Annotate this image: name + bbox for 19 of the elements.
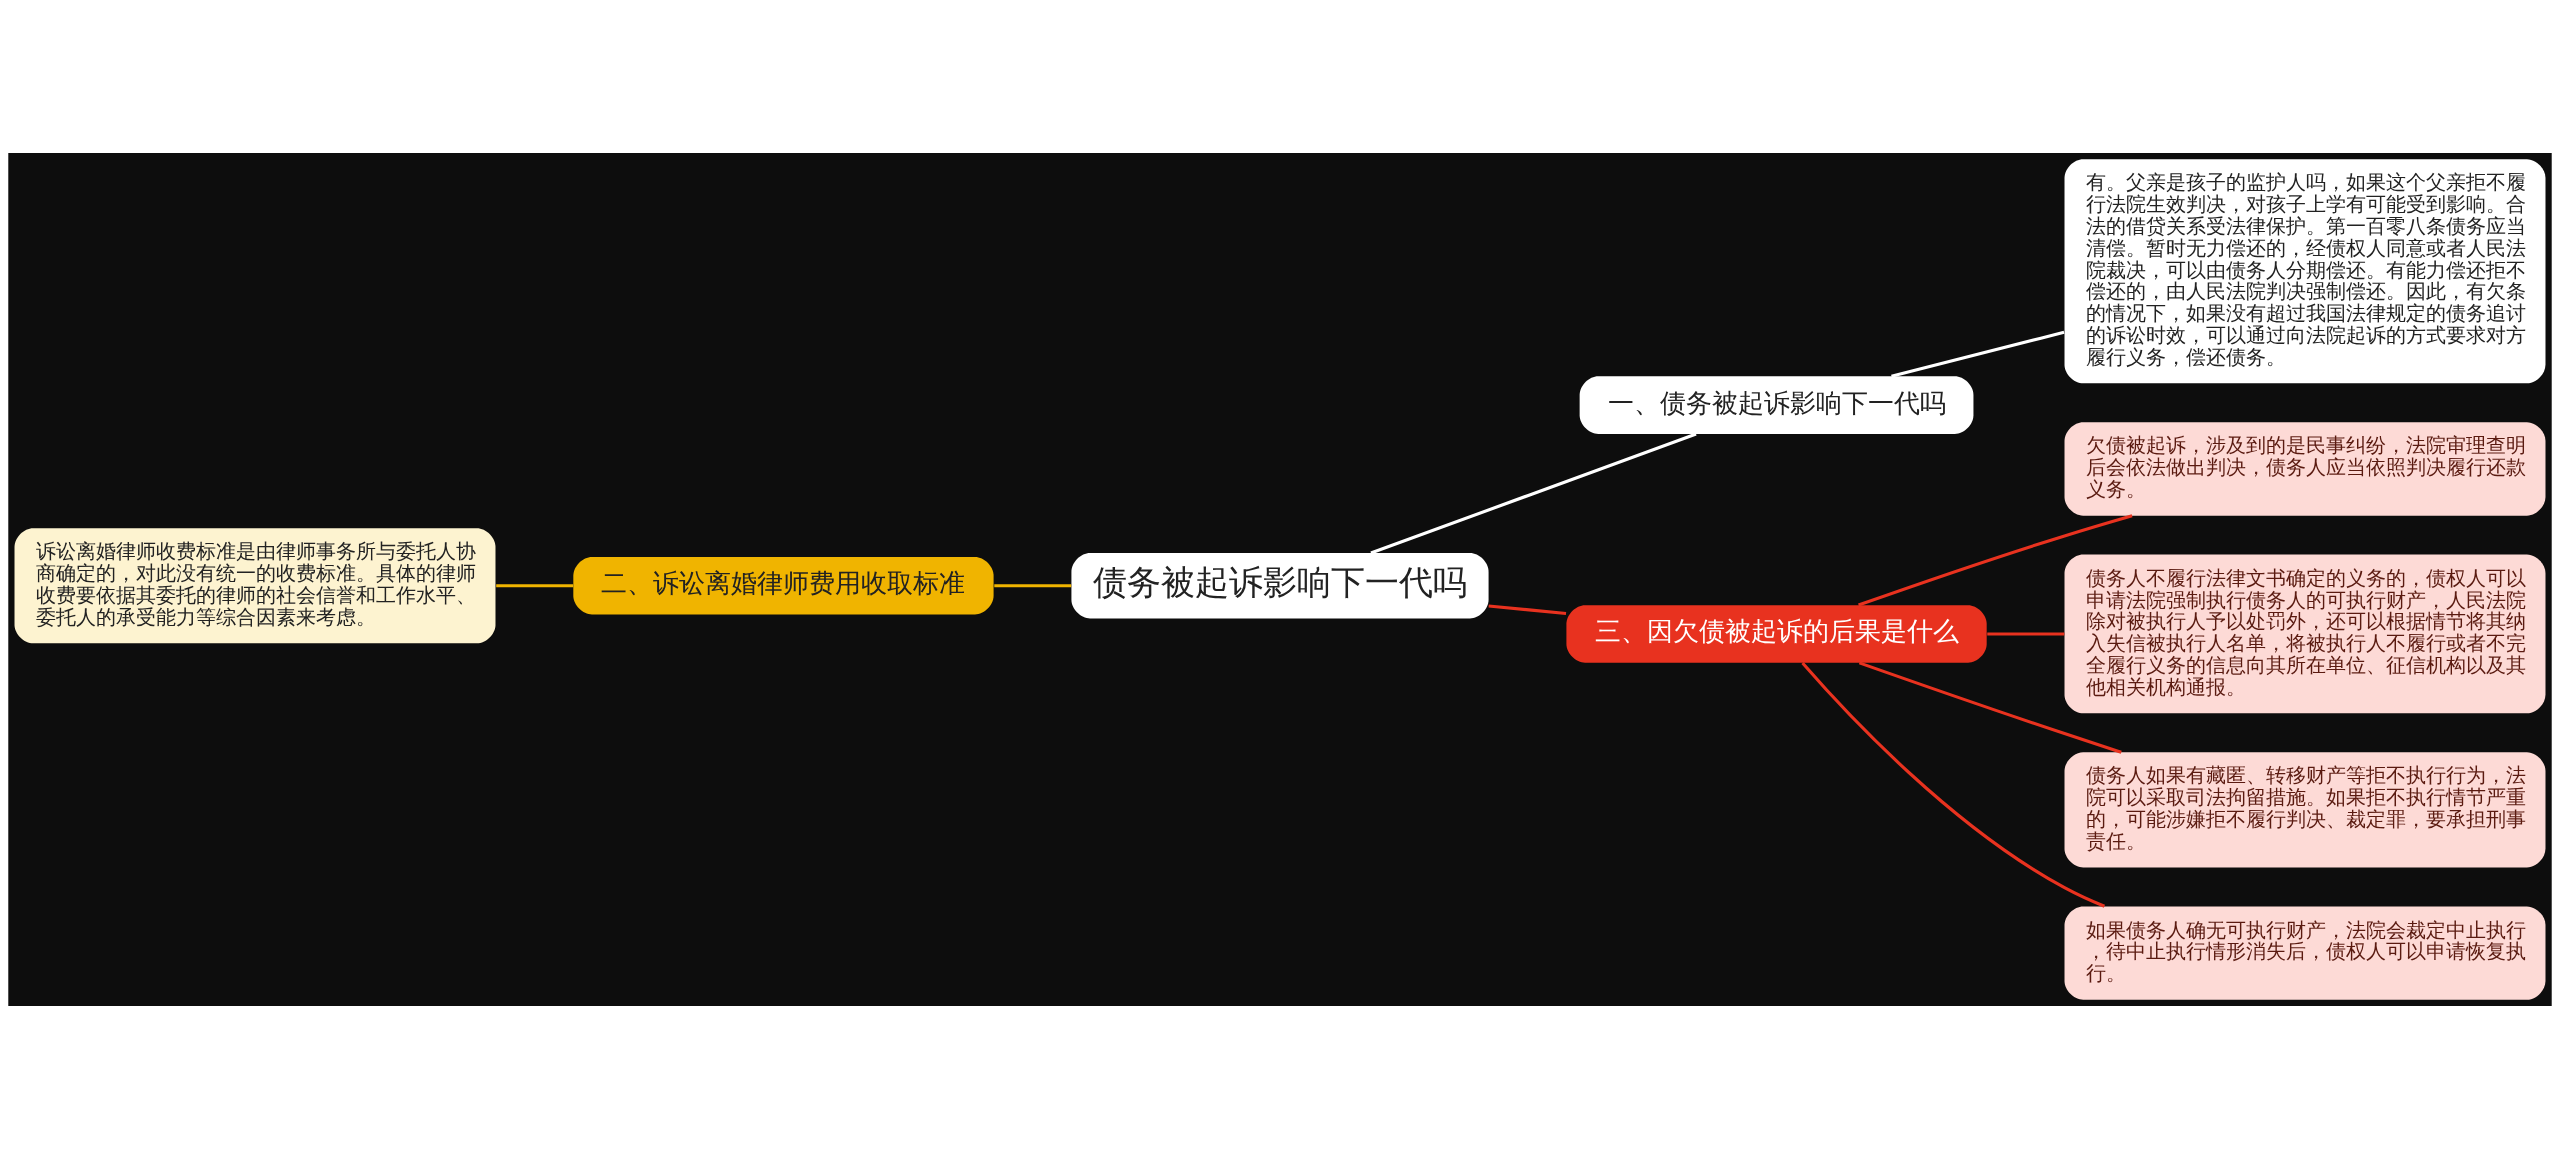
node-box: 债务人如果有藏匿、转移财产等拒不执行行为，法院可以采取司法拘留措施。如果拒不执行情节严重的，可能涉嫌拒不履行判决、裁定罪，要承担刑事责任。	[2064, 751, 2546, 867]
connector	[994, 583, 1072, 587]
connector	[1801, 661, 2106, 908]
node-box: 三、因欠债被起诉的后果是什么	[1566, 604, 1987, 663]
node-box: 如果债务人确无可执行财产，法院会裁定中止执行，待中止执行情形消失后，债权人可以申请恢复执行。	[2064, 905, 2546, 1000]
node-box: 有。父亲是孩子的监护人吗，如果这个父亲拒不履行法院生效判决，对孩子上学有可能受到影响。合法的借贷关系受法律保护。第一百零八条债务应当清偿。暂时无力偿还的，经债权人同意或者人民法院裁决，可以由债务人分期偿还。有能力偿还拒不偿还的，由人民法院判决强制偿还。因此，有欠条的情况下，如果没有超过我国法律规定的债务追讨的诉讼时效，可以通过向法院起诉的方式要求对方履行义务，偿还债务。	[2064, 158, 2546, 383]
node-box: 二、诉讼离婚律师费用收取标准	[573, 556, 994, 614]
connector	[496, 583, 574, 587]
node-box: 诉讼离婚律师收费标准是由律师事务所与委托人协商确定的，对此没有统一的收费标准。具体的律师收费要依据其委托的律师的社会信誉和工作水平、委托人的承受能力等综合因素来考虑。	[14, 527, 496, 643]
connector	[1858, 660, 2122, 754]
node-box: 债务被起诉影响下一代吗	[1071, 552, 1489, 618]
connector	[1858, 513, 2133, 607]
connector	[1987, 631, 2065, 636]
node-box: 债务人不履行法律文书确定的义务的，债权人可以申请法院强制执行债务人的可执行财产，人民法院除对被执行人予以处罚外，还可以根据情节将其纳入失信被执行人名单，将被执行人不履行或者不完全履行义务的信息向其所在单位、征信机构以及其他相关机构通报。	[2064, 554, 2546, 713]
node-box: 一、债务被起诉影响下一代吗	[1579, 375, 1974, 434]
connector	[1370, 432, 1697, 554]
connector	[1488, 603, 1567, 615]
node-box: 欠债被起诉，涉及到的是民事纠纷，法院审理查明后会依法做出判决，债务人应当依照判决履行还款义务。	[2064, 421, 2546, 516]
connector	[1891, 330, 2065, 378]
